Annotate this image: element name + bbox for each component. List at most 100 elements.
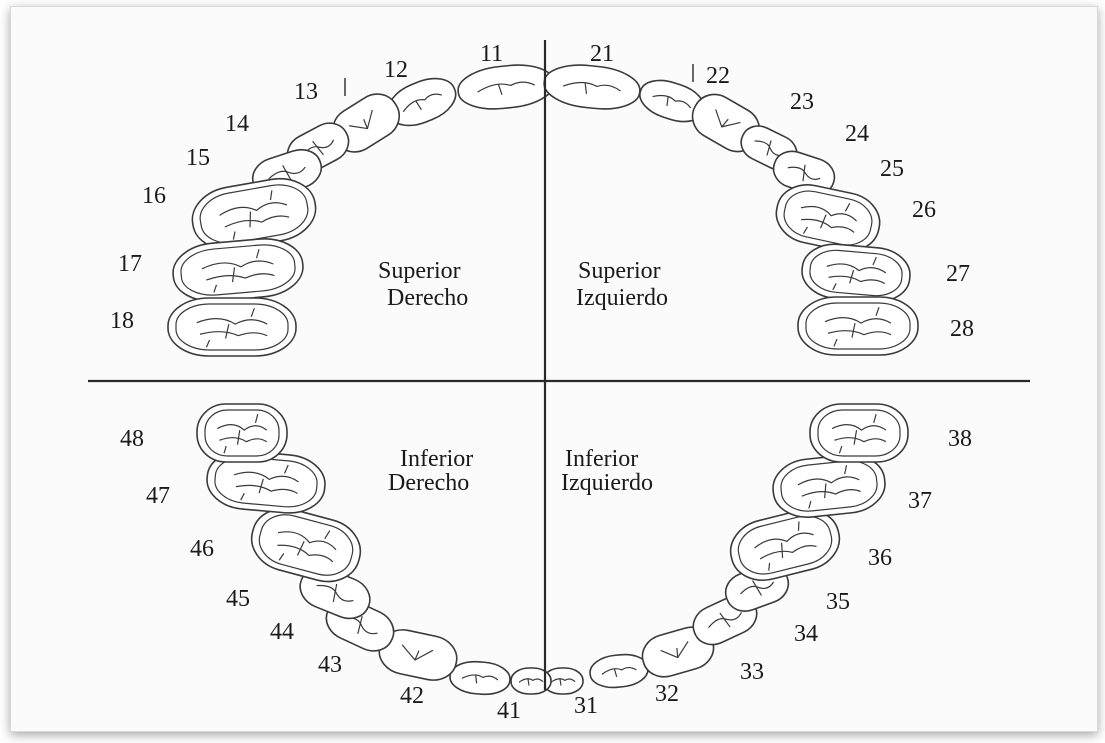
tooth-47-fissure [233,464,299,501]
tooth-32-fissure [601,666,637,678]
tooth-21-outline [543,64,641,110]
tooth-48-fissure [216,413,268,454]
tooth-43 [378,629,458,681]
tooth-number-34: 34 [794,621,818,647]
tooth-11-outline [457,64,555,110]
quadrant-upper-left-line1: Superior [578,258,661,284]
tooth-number-44: 44 [270,619,294,645]
tooth-number-41: 41 [497,698,521,724]
tooth-46-crown [258,514,354,576]
quadrant-lower-left: Inferior Izquierdo [561,446,653,496]
tooth-number-33: 33 [740,659,764,685]
tooth-18-outline [167,297,297,357]
tooth-number-46: 46 [190,536,214,562]
tooth-36-fissure [754,521,817,571]
tooth-31 [542,667,584,695]
tooth-24-fissure [754,140,784,157]
tooth-38-crown [817,409,901,457]
tooth-number-32: 32 [655,681,679,707]
tooth-31-fissure [550,678,576,686]
tooth-36-crown [737,515,833,575]
quadrant-upper-right-line2: Derecho [387,285,468,311]
tooth-28-fissure [824,306,892,347]
tooth-number-15: 15 [186,145,210,171]
tooth-42-fissure [461,674,499,684]
tooth-number-37: 37 [908,488,932,514]
quadrant-upper-left: Superior Izquierdo [576,258,668,311]
tooth-13-fissure [349,109,373,130]
tooth-33 [641,626,715,678]
teeth-layer [167,64,919,696]
tooth-number-25: 25 [880,156,904,182]
tooth-38-fissure [831,413,887,454]
tooth-32-outline [589,653,649,689]
tooth-48-crown [204,409,280,457]
quadrant-lower-right: Inferior Derecho [388,446,473,496]
tooth-15-fissure [268,165,306,181]
tooth-number-12: 12 [384,57,408,83]
tooth-48-outline [196,403,288,463]
tooth-number-24: 24 [845,121,869,147]
quadrant-lower-right-line1: Inferior [400,446,473,472]
tooth-27-fissure [826,256,887,291]
tooth-35-fissure [740,580,775,596]
tooth-26-fissure [800,203,858,234]
tooth-number-47: 47 [146,483,170,509]
tooth-21 [543,64,641,110]
tooth-17-crown [180,244,296,296]
tooth-number-28: 28 [950,316,974,342]
tooth-number-35: 35 [826,589,850,615]
tooth-number-43: 43 [318,652,342,678]
tooth-21-fissure [562,81,621,94]
tooth-41 [510,667,552,695]
tooth-12-fissure [402,93,443,113]
tooth-18 [167,297,297,357]
tooth-16-fissure [219,190,290,240]
tooth-46 [250,507,362,583]
tooth-number-26: 26 [912,197,936,223]
tooth-45-fissure [316,583,354,603]
quadrant-upper-left-line2: Izquierdo [576,285,668,311]
tooth-38-outline [809,403,909,463]
tooth-27-outline [801,243,911,303]
tooth-43-fissure [401,644,434,661]
tooth-28-outline [797,296,919,356]
tooth-number-27: 27 [946,261,970,287]
tooth-32 [589,653,649,689]
tooth-25-fissure [787,164,821,182]
quadrant-lower-left-line2: Izquierdo [561,470,653,496]
tooth-number-14: 14 [225,111,249,137]
tooth-26-crown [783,190,873,246]
tooth-17-outline [172,238,304,302]
tooth-41-fissure [518,678,544,686]
tooth-48 [196,403,288,463]
quadrant-lower-left-line1: Inferior [565,446,638,472]
tooth-37-crown [780,460,878,512]
tooth-17 [172,238,304,302]
tooth-37-fissure [797,465,861,509]
tooth-42 [449,660,511,696]
tooth-23-fissure [715,109,741,128]
diagram-frame [10,6,1098,732]
tooth-38 [809,403,909,463]
tooth-27 [801,243,911,303]
tooth-11-fissure [477,81,536,96]
tooth-34-fissure [708,612,742,629]
tooth-number-31: 31 [574,693,598,719]
tooth-number-13: 13 [294,79,318,105]
tooth-12 [387,77,457,127]
tooth-number-16: 16 [142,183,166,209]
tooth-number-45: 45 [226,586,250,612]
tooth-11 [457,64,555,110]
tooth-33-fissure [660,641,689,659]
tooth-17-fissure [201,249,275,293]
tooth-28 [797,296,919,356]
tooth-18-crown [175,303,289,351]
quadrant-lower-right-line2: Derecho [388,470,469,496]
tooth-42-outline [449,660,511,696]
tooth-number-11: 11 [480,41,503,67]
tooth-18-fissure [196,307,268,348]
quadrant-upper-right-line1: Superior [378,258,461,284]
